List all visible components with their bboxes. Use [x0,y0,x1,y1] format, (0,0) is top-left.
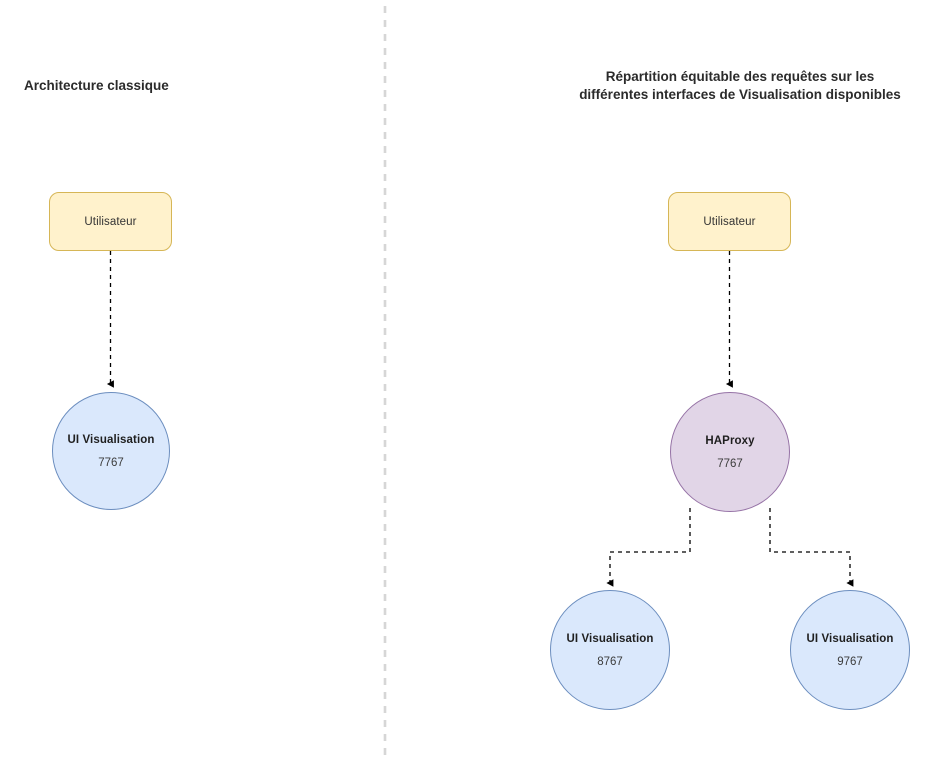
node-ui-visualisation-9767[interactable]: UI Visualisation 9767 [790,590,910,710]
node-port: 9767 [837,655,863,668]
node-label: Utilisateur [84,215,137,228]
node-utilisateur-left[interactable]: Utilisateur [49,192,172,251]
node-label: UI Visualisation [806,632,894,645]
node-ui-visualisation-8767[interactable]: UI Visualisation 8767 [550,590,670,710]
node-port: 7767 [717,457,743,470]
panel-title-right: Répartition équitable des requêtes sur l… [579,69,901,103]
node-port: 7767 [98,456,124,469]
node-label: HAProxy [705,434,755,447]
node-label: UI Visualisation [566,632,654,645]
panel-title-left: Architecture classique [24,78,169,93]
edge-haproxy-to-ui-8767 [606,508,691,587]
node-ui-visualisation-7767[interactable]: UI Visualisation 7767 [52,392,170,510]
node-label: UI Visualisation [67,433,155,446]
node-utilisateur-right[interactable]: Utilisateur [668,192,791,251]
node-label: Utilisateur [703,215,756,228]
edge-haproxy-to-ui-9767 [769,508,854,587]
node-port: 8767 [597,655,623,668]
node-haproxy[interactable]: HAProxy 7767 [670,392,790,512]
